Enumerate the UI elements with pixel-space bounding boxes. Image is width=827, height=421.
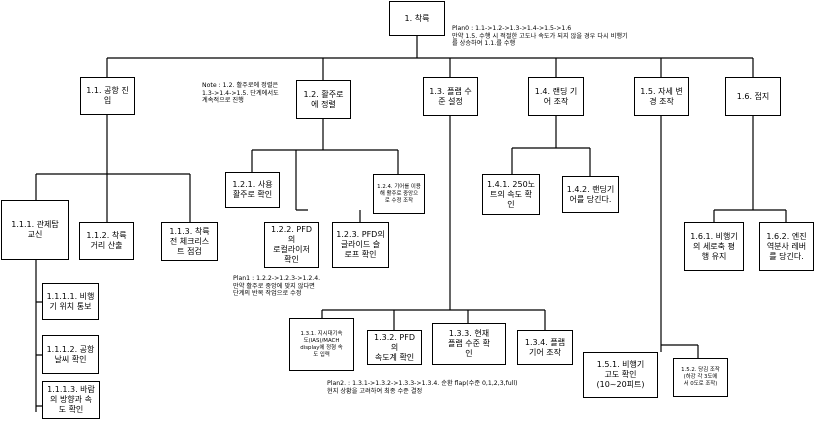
node-1-landing: 1. 착륙 bbox=[389, 1, 445, 36]
note-1-2: Note : 1.2. 활주로에 정렬은 1.3->1.4->1.5. 단계에서… bbox=[202, 82, 279, 104]
node-1-4: 1.4. 랜딩 기 어 조작 bbox=[528, 77, 584, 116]
plan0-note: Plan0 : 1.1->1.2->1.3->1.4->1.5->1.6 만약 … bbox=[452, 25, 628, 47]
node-1-1-1: 1.1.1. 관제탑 교신 bbox=[1, 200, 69, 260]
node-1-2-1: 1.2.1. 사용 활주로 확인 bbox=[225, 172, 280, 208]
node-1-1-1-1: 1.1.1.1. 비행 기 위치 통보 bbox=[42, 283, 99, 320]
node-1-3-2: 1.3.2. PFD의 속도계 확인 bbox=[367, 330, 422, 365]
node-1-6-2: 1.6.2. 엔진 역분사 레버 를 당긴다. bbox=[759, 222, 814, 271]
node-1-5-2: 1.5.2. 당김 조작 (하강 각 3도에 서 0도로 조작) bbox=[673, 358, 728, 397]
node-1-3-4: 1.3.4. 플랩 기어 조작 bbox=[517, 330, 573, 365]
connector-1-4 bbox=[511, 116, 591, 176]
node-1-4-1: 1.4.1. 250노 트의 속도 확 인 bbox=[482, 174, 540, 215]
node-1-3-3: 1.3.3. 현재 플랩 수준 확 인 bbox=[432, 323, 506, 365]
node-1-2-3: 1.2.3. PFD의 글라이드 슬 로프 확인 bbox=[332, 222, 389, 268]
node-1-1-1-3: 1.1.1.3. 바람 의 방향과 속 도 확인 bbox=[42, 381, 100, 419]
node-1-1-1-2: 1.1.1.2. 공항 날씨 확인 bbox=[42, 335, 99, 374]
node-1-1-2: 1.1.2. 착륙 거리 산출 bbox=[79, 222, 134, 260]
node-1-6-1: 1.6.1. 비행기 의 세로축 평 행 유지 bbox=[684, 222, 744, 271]
node-1-2: 1.2. 활주로 에 정렬 bbox=[296, 80, 351, 119]
node-1-5-1: 1.5.1. 비행기 고도 확인 (10~20피트) bbox=[583, 352, 658, 398]
connector-1-6 bbox=[713, 116, 787, 222]
connector-1-5 bbox=[660, 116, 699, 358]
node-1-6: 1.6. 접지 bbox=[725, 77, 781, 116]
connector-1-1 bbox=[35, 115, 191, 222]
connector-1-3 bbox=[321, 116, 546, 330]
node-1-3: 1.3. 플랩 수 준 설정 bbox=[423, 77, 478, 116]
plan2-note: Plan2. : 1.3.1->1.3.2->1.3.3->1.3.4. 순환 … bbox=[327, 380, 518, 395]
plan1-note: Plan1 : 1.2.2->1.2.3->1.2.4. 만약 활주로 중앙에 … bbox=[233, 275, 321, 297]
node-1-1-3: 1.1.3. 착륙 전 체크리스 트 점검 bbox=[161, 222, 218, 261]
connector-root bbox=[106, 36, 754, 80]
node-1-4-2: 1.4.2. 랜딩기 어를 당긴다. bbox=[562, 176, 619, 213]
node-1-3-1: 1.3.1. 지시대기속 도(IAS)/MACH display에 정형 속 도… bbox=[289, 318, 354, 371]
connector-1-1-1 bbox=[35, 260, 42, 412]
node-1-1: 1.1. 공항 진 입 bbox=[80, 77, 135, 115]
node-1-2-2: 1.2.2. PFD의 로컬라이저 확인 bbox=[264, 222, 319, 268]
node-1-2-4: 1.2.4. 기어를 이용 해 활주로 중앙으 로 수정 조작 bbox=[373, 174, 425, 214]
connector-1-2 bbox=[251, 119, 399, 222]
node-1-5: 1.5. 자세 변 경 조작 bbox=[634, 77, 689, 116]
